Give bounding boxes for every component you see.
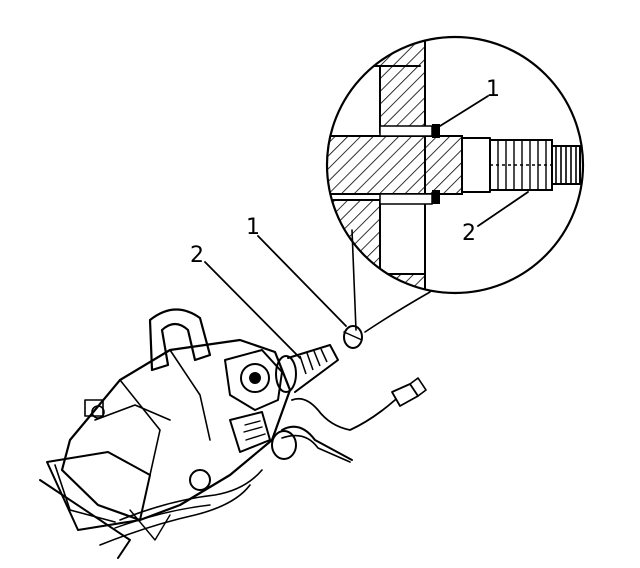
shaft-section xyxy=(327,135,463,195)
retaining-ring xyxy=(343,325,363,349)
detail-callout-2: 2 xyxy=(462,221,476,246)
harness-wire xyxy=(291,397,396,431)
harness-connector xyxy=(391,383,419,407)
detail-callout-1: 1 xyxy=(486,77,500,102)
steering-column-assembly xyxy=(39,308,427,559)
upper-housing-section xyxy=(327,39,426,133)
column-tube xyxy=(46,451,151,531)
shaft-end xyxy=(287,344,339,393)
tilt-lever xyxy=(148,308,212,372)
column-housing xyxy=(60,338,292,522)
main-callout-2: 2 xyxy=(190,243,204,268)
main-callout-1: 1 xyxy=(246,215,260,240)
magnifier-circle xyxy=(325,35,585,295)
retaining-ring-lower xyxy=(432,190,440,204)
detail-magnifier: 1 2 xyxy=(325,35,585,295)
retaining-ring-upper xyxy=(432,124,440,138)
